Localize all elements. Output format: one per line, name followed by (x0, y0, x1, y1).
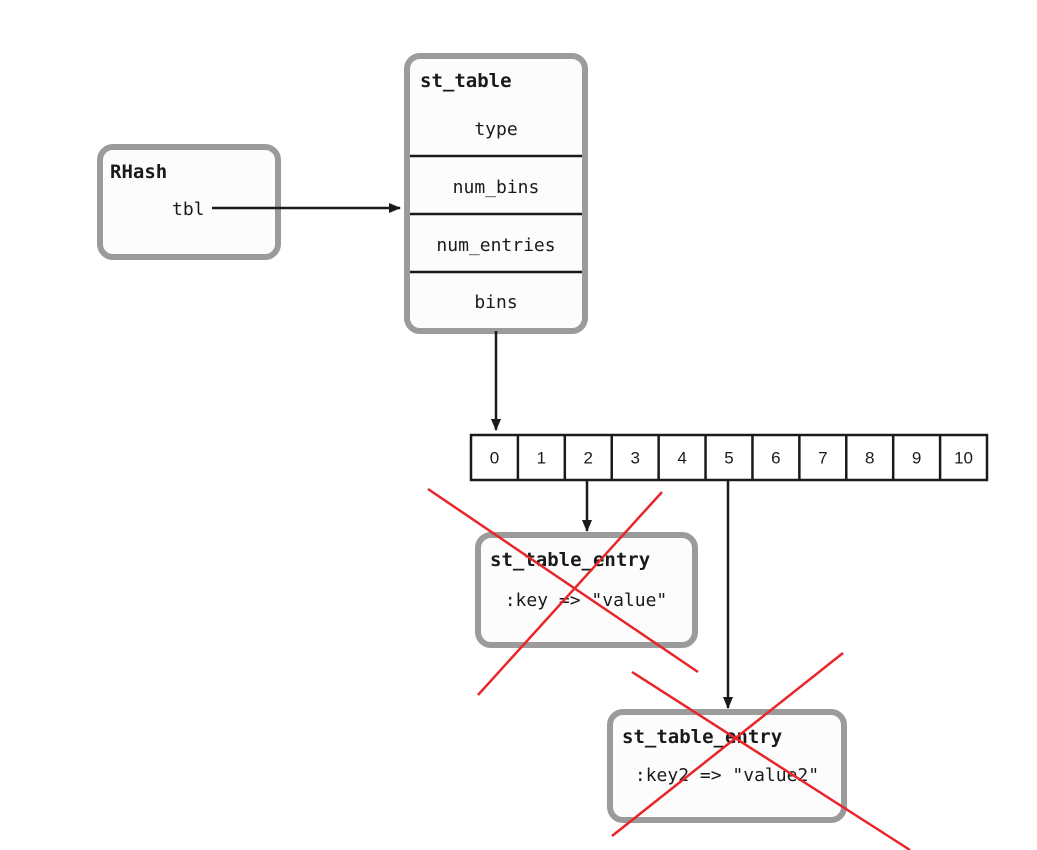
st-table-field-type: type (474, 119, 517, 140)
st-table-field-num-entries: num_entries (436, 235, 555, 256)
bin-cell-label: 9 (912, 449, 921, 468)
st-table-field-bins: bins (474, 292, 517, 313)
st-table-entry-box: st_table_entry :key2 => "value2" (607, 709, 847, 823)
rhash-tbl-field: tbl (172, 199, 205, 220)
bin-cell-label: 5 (724, 449, 733, 468)
st-table-entry-box: st_table_entry :key => "value" (475, 532, 698, 648)
bin-cell-label: 10 (954, 449, 973, 468)
entry-title: st_table_entry (622, 726, 782, 748)
bin-cell-label: 3 (630, 449, 639, 468)
st-table-field-num-bins: num_bins (453, 177, 540, 198)
cross-out-mark (427, 487, 699, 696)
bin-cell-label: 1 (537, 449, 546, 468)
bin-cell-label: 2 (584, 449, 593, 468)
bin-cell-label: 7 (818, 449, 827, 468)
rhash-box: RHash tbl (97, 144, 281, 260)
bin-cell-label: 4 (677, 449, 686, 468)
bin-cell-label: 8 (865, 449, 874, 468)
st-table-title: st_table (420, 70, 512, 92)
entry-title: st_table_entry (490, 549, 650, 571)
bins-array: 0 1 2 3 4 5 6 7 8 9 10 (469, 433, 989, 482)
rhash-title: RHash (110, 161, 167, 183)
bin-cell-label: 6 (771, 449, 780, 468)
bin-cell-label: 0 (490, 449, 499, 468)
st-table-box: st_table type num_bins num_entries bins (404, 53, 588, 334)
cross-out-mark (611, 652, 911, 850)
entry-content: :key => "value" (505, 590, 668, 611)
